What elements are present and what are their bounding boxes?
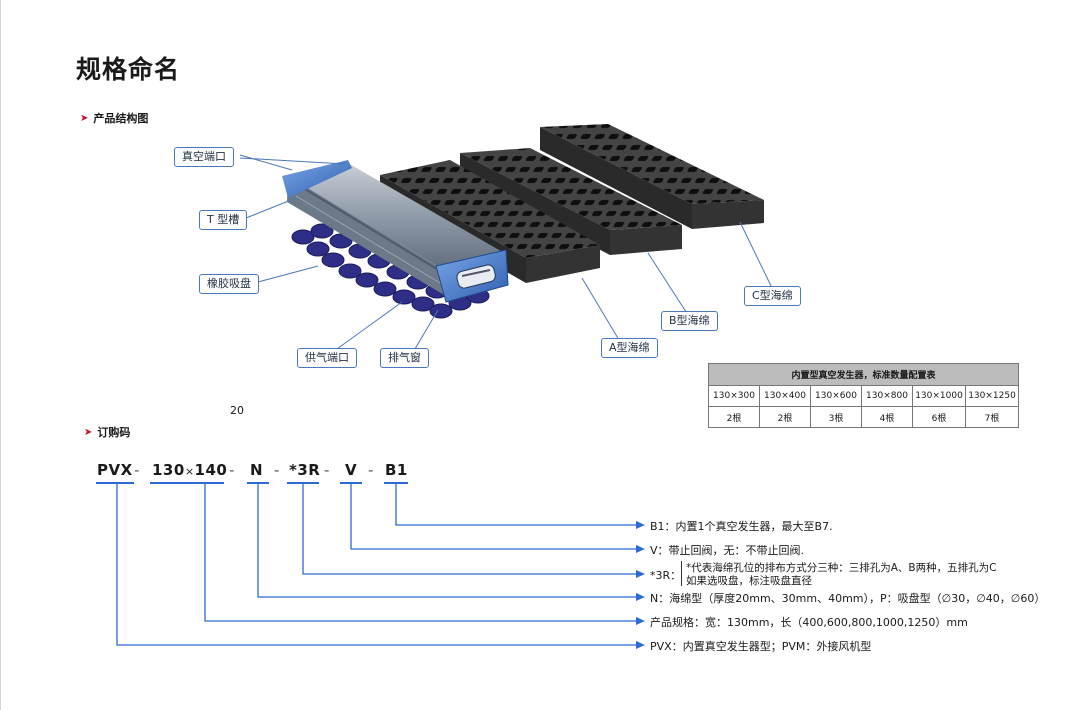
red-arrow-icon: ➤ — [84, 426, 93, 438]
code-size-times: × — [184, 465, 195, 478]
underline-type — [247, 482, 269, 484]
desc-generator: B1：内置1个真空发生器，最大至B7. — [650, 520, 833, 533]
vacuum-generator-body — [282, 160, 509, 303]
section-order-code-label: 订购码 — [97, 426, 131, 439]
section-order-code-heading: ➤ 订购码 — [84, 424, 130, 440]
section-structure-heading: ➤ 产品结构图 — [80, 110, 148, 126]
code-holes: *3R — [289, 461, 321, 479]
label-vacuum-port: 真空端口 — [174, 147, 234, 167]
underline-valve — [340, 482, 362, 484]
structure-leader-lines — [239, 154, 774, 355]
section-structure-label: 产品结构图 — [93, 112, 149, 125]
desc-holes-prefix: *3R： — [650, 569, 682, 582]
underline-size — [150, 482, 224, 484]
label-t-slot: T 型槽 — [199, 210, 248, 230]
code-type: N — [250, 461, 264, 479]
config-header-cell: 130×1250 — [965, 385, 1019, 407]
config-value-cell: 2根 — [708, 406, 760, 428]
red-arrow-icon: ➤ — [80, 112, 89, 124]
desc-type: N：海绵型（厚度20mm、30mm、40mm），P：吸盘型（∅30，∅40，∅6… — [650, 592, 1046, 605]
config-header-cell: 130×300 — [708, 385, 760, 407]
label-air-supply-port: 供气端口 — [297, 348, 357, 368]
code-dash: - — [229, 461, 235, 479]
page-number: 20 — [230, 404, 244, 417]
underline-holes — [287, 482, 319, 484]
code-size-width: 130 — [152, 461, 185, 479]
desc-series: PVX：内置真空发生器型；PVM：外接风机型 — [650, 640, 872, 653]
config-value-cell: 2根 — [759, 406, 811, 428]
page-left-border — [0, 0, 1, 710]
label-sponge-a: A型海绵 — [601, 338, 658, 358]
desc-holes-line1: *代表海绵孔位的排布方式分三种：三排孔为A、B两种，五排孔为C — [686, 562, 997, 574]
config-table: 内置型真空发生器，标准数量配置表 130×300 130×400 130×600… — [708, 363, 1019, 428]
config-value-cell: 7根 — [965, 406, 1019, 428]
code-size-length: 140 — [194, 461, 228, 479]
config-value-cell: 6根 — [912, 406, 966, 428]
config-header-cell: 130×800 — [861, 385, 913, 407]
desc-valve: V：带止回阀，无：不带止回阀. — [650, 544, 805, 557]
code-generator: B1 — [385, 461, 408, 479]
label-exhaust-window: 排气窗 — [380, 348, 429, 368]
config-value-cell: 3根 — [810, 406, 862, 428]
code-valve: V — [345, 461, 358, 479]
desc-holes-bracket — [681, 561, 682, 586]
code-dash: - — [368, 461, 374, 479]
desc-size: 产品规格：宽：130mm，长（400,600,800,1000,1250）mm — [650, 616, 968, 629]
underline-series — [96, 482, 134, 484]
code-dash: - — [324, 461, 330, 479]
code-dash: - — [274, 461, 280, 479]
label-rubber-cup: 橡胶吸盘 — [199, 274, 259, 294]
sponge-c — [540, 124, 764, 229]
page-title: 规格命名 — [76, 55, 181, 84]
desc-holes-line2: 如果选吸盘，标注吸盘直径 — [686, 575, 812, 587]
config-header-cell: 130×1000 — [912, 385, 966, 407]
code-size: 130×140 — [152, 461, 227, 479]
label-sponge-b: B型海绵 — [661, 311, 718, 331]
code-dash: - — [134, 461, 140, 479]
label-sponge-c: C型海绵 — [744, 286, 801, 306]
underline-generator — [384, 482, 408, 484]
config-value-cell: 4根 — [861, 406, 913, 428]
config-table-title: 内置型真空发生器，标准数量配置表 — [708, 363, 1019, 386]
config-header-cell: 130×400 — [759, 385, 811, 407]
code-series: PVX — [97, 461, 133, 479]
